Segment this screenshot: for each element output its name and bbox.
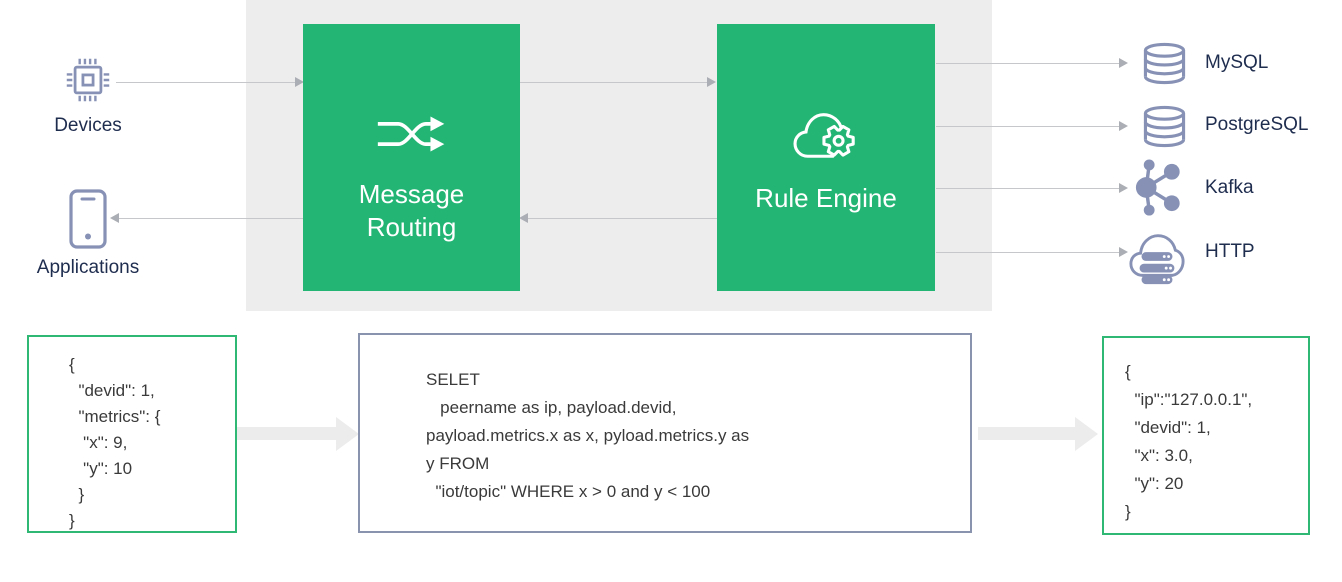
arrow-routing-to-applications <box>118 218 303 219</box>
cloud-gear-icon <box>792 104 860 164</box>
output-json-code: { "ip":"127.0.0.1", "devid": 1, "x": 3.0… <box>1125 362 1253 521</box>
arrowhead-left-icon <box>519 213 528 223</box>
mobile-icon <box>68 189 108 249</box>
arrowhead-right-icon <box>295 77 304 87</box>
arrow-to-mysql <box>936 63 1120 64</box>
arrow-routing-to-rule-engine <box>520 82 709 83</box>
chip-icon <box>64 56 112 104</box>
arrow-rule-engine-to-routing <box>528 218 717 219</box>
database-icon <box>1137 42 1192 85</box>
arrow-devices-to-routing <box>116 82 297 83</box>
output-label-http: HTTP <box>1205 241 1255 262</box>
arrow-to-http <box>936 252 1120 253</box>
big-arrowhead-icon <box>1075 417 1098 451</box>
database-icon <box>1137 105 1192 148</box>
output-json-box: { "ip":"127.0.0.1", "devid": 1, "x": 3.0… <box>1102 336 1310 535</box>
arrow-to-postgresql <box>936 126 1120 127</box>
arrow-to-kafka <box>936 188 1120 189</box>
input-json-code: { "devid": 1, "metrics": { "x": 9, "y": … <box>69 355 161 530</box>
big-arrowhead-icon <box>336 417 359 451</box>
shuffle-icon <box>373 110 451 158</box>
rule-sql-code: SELET peername as ip, payload.devid, pay… <box>426 370 750 501</box>
big-arrow-sql-to-output <box>978 427 1076 440</box>
arrowhead-right-icon <box>1119 58 1128 68</box>
input-json-box: { "devid": 1, "metrics": { "x": 9, "y": … <box>27 335 237 533</box>
arrowhead-left-icon <box>110 213 119 223</box>
node-label-rule-engine: Rule Engine <box>755 183 897 213</box>
input-label-applications: Applications <box>36 257 140 278</box>
rule-sql-box: SELET peername as ip, payload.devid, pay… <box>358 333 972 533</box>
output-label-postgresql: PostgreSQL <box>1205 114 1309 135</box>
node-label-message-routing: Message Routing <box>358 179 465 242</box>
output-label-mysql: MySQL <box>1205 52 1269 73</box>
kafka-icon <box>1134 158 1186 217</box>
input-label-devices: Devices <box>54 115 122 136</box>
arrowhead-right-icon <box>1119 183 1128 193</box>
arrowhead-right-icon <box>1119 247 1128 257</box>
output-label-kafka: Kafka <box>1205 177 1254 198</box>
big-arrow-input-to-sql <box>237 427 337 440</box>
node-message-routing: Message Routing <box>303 24 520 291</box>
arrowhead-right-icon <box>1119 121 1128 131</box>
arrowhead-right-icon <box>707 77 716 87</box>
http-cloud-icon <box>1128 226 1186 288</box>
node-rule-engine: Rule Engine <box>717 24 935 291</box>
